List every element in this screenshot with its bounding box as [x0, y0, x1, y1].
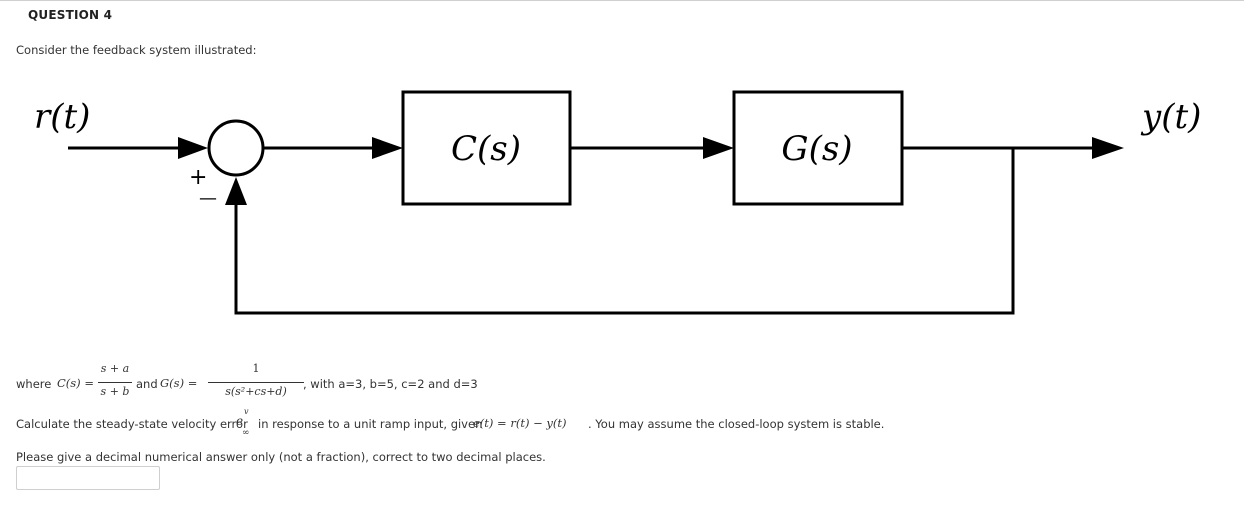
calc-instruction-suffix: . You may assume the closed-loop system …	[588, 417, 885, 431]
controller-lhs: C(s) =	[57, 376, 94, 390]
input-arrowhead	[178, 137, 208, 159]
where-text: where	[16, 377, 52, 391]
parameter-values: , with a=3, b=5, c=2 and d=3	[303, 377, 478, 391]
output-signal-label: y(t)	[1140, 97, 1201, 137]
error-symbol: e	[236, 414, 244, 428]
error-superscript: v	[244, 407, 249, 416]
block-diagram: r(t) + — C(s) G(s) y(t)	[34, 90, 1201, 315]
feedback-arrowhead	[225, 177, 247, 205]
summing-junction	[207, 119, 265, 177]
plant-lhs-text: G(s) =	[160, 376, 198, 390]
plant-block	[732, 90, 904, 206]
minus-sign: —	[199, 188, 217, 209]
calc-instruction-middle: in response to a unit ramp input, given	[258, 417, 483, 431]
and-text: and	[136, 377, 158, 391]
controller-arrowhead	[372, 137, 403, 159]
plant-label: G(s)	[781, 129, 852, 169]
plant-lhs: G(s) =	[160, 376, 197, 390]
error-definition: e(t) = r(t) − y(t)	[473, 416, 567, 430]
feedback-path	[234, 148, 1015, 315]
input-signal-label: r(t)	[34, 97, 90, 137]
top-divider	[0, 0, 1244, 1]
plant-denominator: s(s²+cs+d)	[225, 385, 287, 398]
controller-denominator: s + b	[100, 385, 130, 398]
plus-sign: +	[189, 165, 207, 190]
controller-numerator: s + a	[100, 362, 130, 375]
controller-label: C(s)	[451, 129, 521, 169]
answer-hint: Please give a decimal numerical answer o…	[16, 450, 546, 464]
output-arrowhead	[1092, 137, 1124, 159]
question-intro: Consider the feedback system illustrated…	[16, 43, 257, 57]
controller-block	[401, 90, 572, 206]
error-subscript: ∞	[242, 428, 250, 438]
question-title: QUESTION 4	[28, 8, 113, 22]
calc-instruction-prefix: Calculate the steady-state velocity erro…	[16, 417, 248, 431]
controller-lhs-text: C(s) =	[57, 376, 94, 390]
plant-arrowhead	[703, 137, 734, 159]
answer-input[interactable]	[16, 466, 160, 490]
plant-fraction-bar	[208, 382, 304, 383]
controller-fraction-bar	[98, 382, 132, 383]
plant-numerator: 1	[252, 362, 260, 375]
